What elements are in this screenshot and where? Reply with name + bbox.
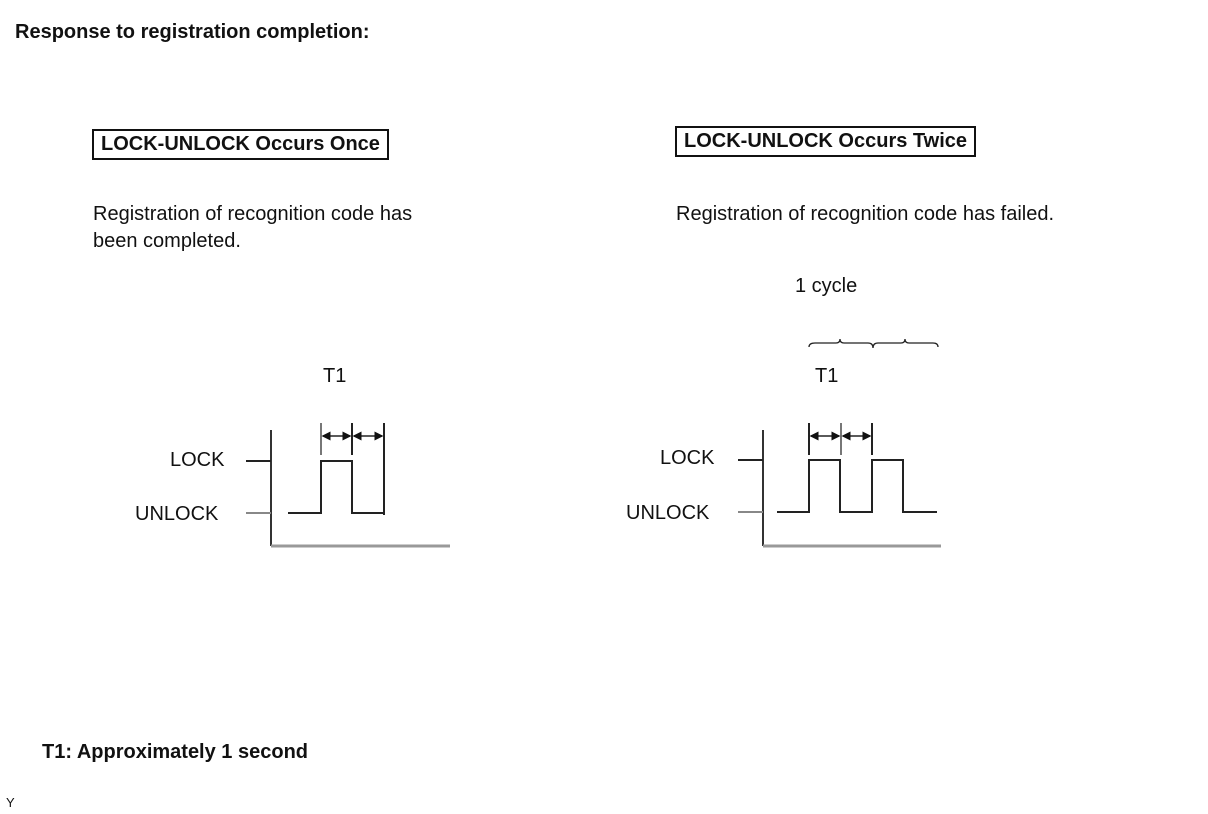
signal-waveform [777, 459, 937, 513]
unlock-label-twice: UNLOCK [626, 502, 710, 524]
signal-waveform [288, 460, 384, 514]
lock-label-twice: LOCK [660, 447, 715, 469]
timing-diagram-twice [738, 338, 941, 548]
footnote: T1: Approximately 1 second [42, 741, 308, 763]
corner-mark: Y [6, 795, 15, 810]
heading-once: LOCK-UNLOCK Occurs Once [92, 129, 389, 160]
heading-twice: LOCK-UNLOCK Occurs Twice [675, 126, 976, 157]
page-title: Response to registration completion: [15, 21, 370, 43]
unlock-label-once: UNLOCK [135, 503, 219, 525]
lock-label-once: LOCK [170, 449, 225, 471]
description-twice: Registration of recognition code has fai… [676, 203, 1055, 225]
t1-label-twice: T1 [815, 365, 839, 387]
description-once: Registration of recognition code has bee… [93, 201, 412, 255]
cycle-brace [808, 338, 939, 349]
timing-diagram-once [246, 423, 450, 548]
description-once-line1: Registration of recognition code has [93, 203, 413, 225]
t1-label-once: T1 [323, 365, 347, 387]
description-once-line2: been completed. [93, 230, 241, 252]
cycle-label: 1 cycle [795, 275, 858, 297]
